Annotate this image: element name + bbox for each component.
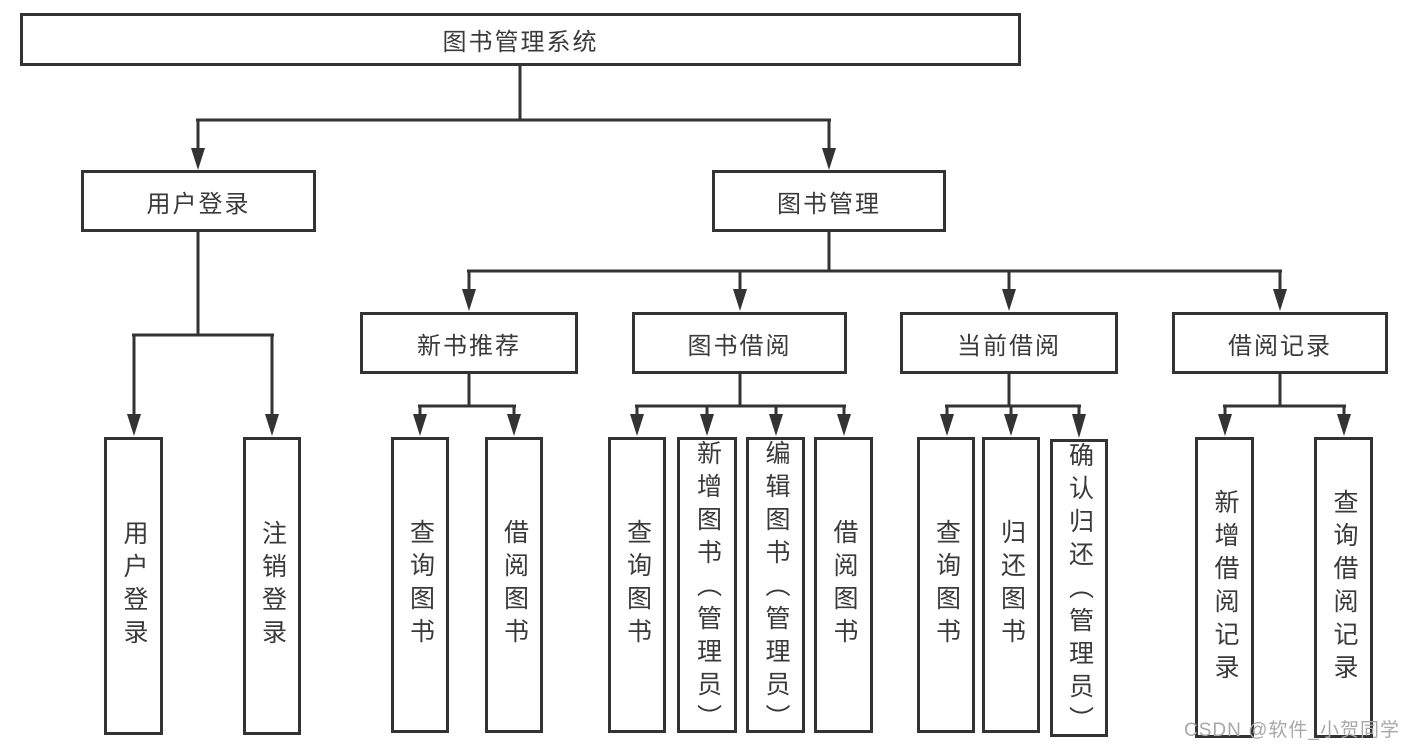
- node-label: 查询图书: [932, 519, 961, 651]
- node-label: 图书管理系统: [442, 29, 599, 56]
- node-book-management: 图书管理: [712, 170, 946, 232]
- leaf-edit-books-admin: 编辑图书（管理员）: [746, 437, 805, 737]
- node-label: 新书推荐: [417, 332, 521, 360]
- leaf-add-borrow-record: 新增借阅记录: [1195, 437, 1254, 738]
- node-label: 图书管理: [777, 190, 881, 218]
- leaf-query-books-2: 查询图书: [608, 437, 666, 733]
- node-library-management-system: 图书管理系统: [20, 13, 1021, 66]
- leaf-borrow-books-2: 借阅图书: [814, 437, 873, 733]
- node-borrow-records: 借阅记录: [1172, 312, 1388, 374]
- leaf-query-books-3: 查询图书: [917, 437, 975, 733]
- node-label: 归还图书: [997, 519, 1026, 651]
- node-label: 新增图书（管理员）: [693, 440, 722, 737]
- node-label: 查询图书: [406, 519, 435, 651]
- leaf-borrow-books-1: 借阅图书: [485, 437, 543, 733]
- node-user-login: 用户登录: [81, 170, 316, 232]
- leaf-add-books-admin: 新增图书（管理员）: [677, 437, 737, 737]
- node-label: 用户登录: [146, 190, 251, 218]
- leaf-confirm-return-admin: 确认归还（管理员）: [1050, 439, 1108, 739]
- leaf-logout: 注销登录: [243, 437, 301, 735]
- node-label: 借阅图书: [500, 519, 529, 651]
- node-label: 新增借阅记录: [1211, 488, 1239, 687]
- node-label: 确认归还（管理员）: [1065, 442, 1094, 739]
- node-label: 用户登录: [120, 520, 148, 652]
- node-book-borrow: 图书借阅: [632, 312, 847, 374]
- node-label: 查询图书: [623, 519, 652, 651]
- node-label: 图书借阅: [687, 332, 792, 360]
- node-label: 借阅图书: [830, 519, 858, 651]
- leaf-return-books: 归还图书: [982, 437, 1040, 733]
- node-label: 注销登录: [258, 520, 287, 652]
- leaf-query-books-1: 查询图书: [391, 437, 449, 733]
- node-label: 借阅记录: [1228, 332, 1332, 360]
- node-label: 查询借阅记录: [1330, 488, 1358, 687]
- csdn-watermark: CSDN @软件_小贺同学: [1184, 720, 1400, 741]
- node-label: 当前借阅: [957, 332, 1061, 360]
- leaf-user-login: 用户登录: [104, 437, 163, 735]
- leaf-query-borrow-record: 查询借阅记录: [1314, 437, 1373, 738]
- node-new-book-recommend: 新书推荐: [360, 312, 578, 374]
- node-current-borrow: 当前借阅: [900, 312, 1118, 374]
- node-label: 编辑图书（管理员）: [762, 440, 790, 737]
